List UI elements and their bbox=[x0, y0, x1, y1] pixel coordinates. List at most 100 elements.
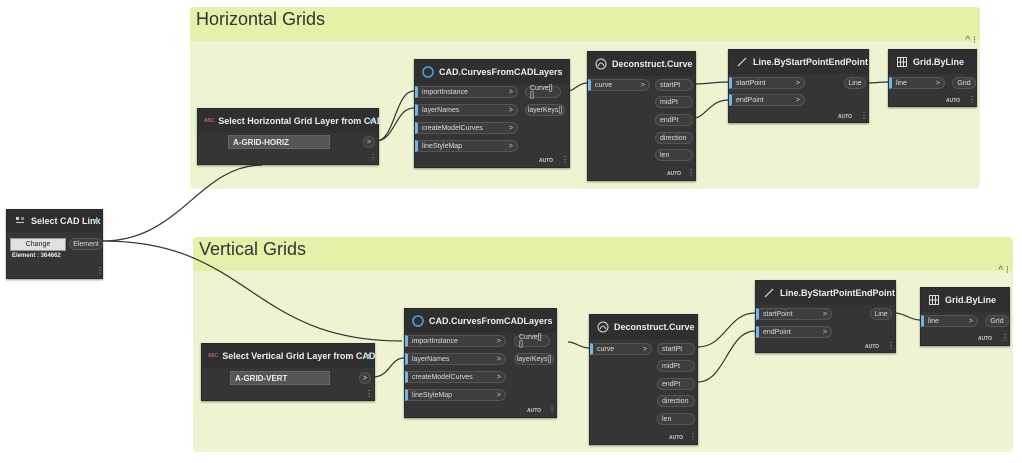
output-port[interactable]: Line bbox=[844, 77, 866, 89]
select-vertical-layer-node[interactable]: ABC Select Vertical Grid Layer from CAD … bbox=[201, 343, 375, 401]
output-port-element[interactable]: Element bbox=[69, 238, 103, 250]
status-dot bbox=[370, 119, 374, 123]
output-port[interactable]: Grid bbox=[952, 77, 976, 89]
group-header[interactable]: Vertical Grids ^ ⁝ bbox=[193, 237, 1013, 276]
string-icon: ABC bbox=[204, 118, 215, 124]
node-title: Deconstruct.Curve bbox=[612, 59, 693, 69]
select-icon bbox=[13, 214, 27, 228]
input-port[interactable]: line> bbox=[889, 77, 945, 89]
node-title: Select Vertical Grid Layer from CAD bbox=[222, 351, 376, 361]
input-port[interactable]: line> bbox=[921, 315, 978, 327]
wire bbox=[693, 99, 729, 119]
output-port[interactable]: endPt bbox=[657, 378, 695, 390]
curve-icon bbox=[594, 57, 608, 71]
input-port[interactable]: createModelCurves> bbox=[415, 122, 518, 134]
output-port[interactable]: Grid bbox=[985, 315, 1009, 327]
wire bbox=[375, 107, 415, 142]
lacing-label: AUTO bbox=[669, 435, 684, 441]
lacing-label: AUTO bbox=[527, 408, 542, 414]
output-port[interactable]: midPt bbox=[655, 96, 693, 108]
input-port[interactable]: importInstance> bbox=[405, 335, 506, 347]
group-title: Vertical Grids bbox=[199, 239, 307, 259]
wire bbox=[566, 82, 588, 92]
group-header[interactable]: Horizontal Grids ^ ⁝ bbox=[190, 7, 980, 46]
deconstruct-curve-node-h[interactable]: Deconstruct.Curve curve> startPt midPt e… bbox=[587, 51, 696, 181]
cad-curves-node-h[interactable]: CAD.CurvesFromCADLayers importInstance> … bbox=[414, 59, 570, 168]
output-port[interactable]: > bbox=[363, 136, 375, 148]
grid-icon bbox=[927, 293, 941, 307]
layer-value[interactable]: A-GRID-VERT bbox=[230, 371, 330, 385]
grid-node-h[interactable]: Grid.ByLine line> Grid AUTO ⋮ bbox=[888, 49, 977, 107]
status-dot bbox=[366, 354, 370, 358]
output-port[interactable]: startPt bbox=[655, 79, 693, 91]
line-node-h[interactable]: Line.ByStartPointEndPoint startPoint> en… bbox=[728, 49, 869, 123]
input-port[interactable]: endPoint> bbox=[729, 94, 805, 106]
output-port[interactable]: midPt bbox=[657, 360, 695, 372]
output-port[interactable]: len bbox=[657, 413, 695, 425]
collapse-icon[interactable]: ^ ⁝ bbox=[998, 265, 1009, 276]
menu-icon[interactable]: ⋮ bbox=[687, 168, 695, 177]
menu-icon[interactable]: ⋮ bbox=[1001, 333, 1009, 342]
menu-icon[interactable]: ⋮ bbox=[887, 341, 895, 350]
wire bbox=[697, 330, 756, 383]
wire bbox=[697, 312, 756, 348]
input-port[interactable]: importInstance> bbox=[415, 86, 518, 98]
output-port[interactable]: Curve[][] bbox=[525, 85, 561, 99]
input-port[interactable]: layerNames> bbox=[415, 104, 518, 116]
group-title: Horizontal Grids bbox=[196, 9, 326, 29]
node-title: CAD.CurvesFromCADLayers bbox=[429, 316, 553, 326]
input-port[interactable]: createModelCurves> bbox=[405, 371, 506, 383]
input-port[interactable]: endPoint> bbox=[756, 326, 832, 338]
output-port[interactable]: > bbox=[359, 372, 371, 384]
output-port[interactable]: len bbox=[655, 149, 693, 161]
output-port[interactable]: Line bbox=[870, 308, 892, 320]
output-port[interactable]: layerKeys[] bbox=[525, 104, 565, 116]
lacing-label: AUTO bbox=[865, 344, 880, 350]
input-port[interactable]: startPoint> bbox=[729, 77, 805, 89]
output-port[interactable]: direction bbox=[655, 132, 693, 144]
grid-icon bbox=[895, 55, 909, 69]
output-port[interactable]: endPt bbox=[655, 114, 693, 126]
layer-value[interactable]: A-GRID-HORIZ bbox=[228, 135, 330, 149]
input-port[interactable]: curve> bbox=[588, 79, 650, 91]
menu-icon[interactable]: ⋮ bbox=[968, 95, 976, 104]
menu-icon[interactable]: ⋮ bbox=[365, 389, 373, 398]
lacing-label: AUTO bbox=[946, 98, 961, 104]
lacing-label: AUTO bbox=[539, 158, 554, 164]
input-port[interactable]: layerNames> bbox=[405, 353, 506, 365]
wire bbox=[893, 312, 921, 321]
input-port[interactable]: lineStyleMap> bbox=[415, 140, 518, 152]
collapse-icon[interactable]: ^ ⁝ bbox=[965, 35, 976, 46]
cad-curves-node-v[interactable]: CAD.CurvesFromCADLayers importInstance> … bbox=[404, 308, 557, 418]
menu-icon[interactable]: ⋮ bbox=[689, 432, 697, 441]
line-node-v[interactable]: Line.ByStartPointEndPoint startPoint> en… bbox=[755, 280, 896, 353]
node-title: Line.ByStartPointEndPoint bbox=[779, 288, 895, 298]
grid-node-v[interactable]: Grid.ByLine line> Grid AUTO ⋮ bbox=[920, 287, 1010, 346]
cad-icon bbox=[421, 65, 435, 79]
element-id: Element : 364662 bbox=[12, 253, 61, 259]
menu-icon[interactable]: ⋮ bbox=[860, 111, 868, 120]
menu-icon[interactable]: ⋮ bbox=[561, 155, 569, 164]
node-title: Select Horizontal Grid Layer from CAD bbox=[218, 116, 384, 126]
select-horizontal-layer-node[interactable]: ABC Select Horizontal Grid Layer from CA… bbox=[197, 108, 383, 165]
output-port[interactable]: direction bbox=[657, 395, 695, 407]
string-icon: ABC bbox=[208, 353, 219, 359]
menu-icon[interactable]: ⋮ bbox=[369, 153, 377, 162]
deconstruct-curve-node-v[interactable]: Deconstruct.Curve curve> startPt midPt e… bbox=[589, 314, 698, 445]
wire bbox=[102, 240, 403, 342]
input-port[interactable]: lineStyleMap> bbox=[405, 389, 506, 401]
output-port[interactable]: startPt bbox=[657, 343, 695, 355]
line-icon bbox=[735, 55, 749, 69]
wire bbox=[102, 164, 263, 242]
input-port[interactable]: curve> bbox=[590, 343, 652, 355]
lacing-label: AUTO bbox=[838, 114, 853, 120]
output-port[interactable]: layerKeys[] bbox=[514, 353, 554, 365]
change-button[interactable]: Change bbox=[10, 238, 66, 251]
menu-icon[interactable]: ⋮ bbox=[548, 405, 556, 414]
status-dot bbox=[94, 219, 98, 223]
wire bbox=[372, 357, 405, 378]
menu-icon[interactable]: ⋮ bbox=[96, 266, 104, 275]
output-port[interactable]: Curve[][] bbox=[514, 334, 550, 348]
input-port[interactable]: startPoint> bbox=[756, 308, 832, 320]
select-cad-link-node[interactable]: Select CAD Link Change Element Element :… bbox=[6, 209, 104, 279]
